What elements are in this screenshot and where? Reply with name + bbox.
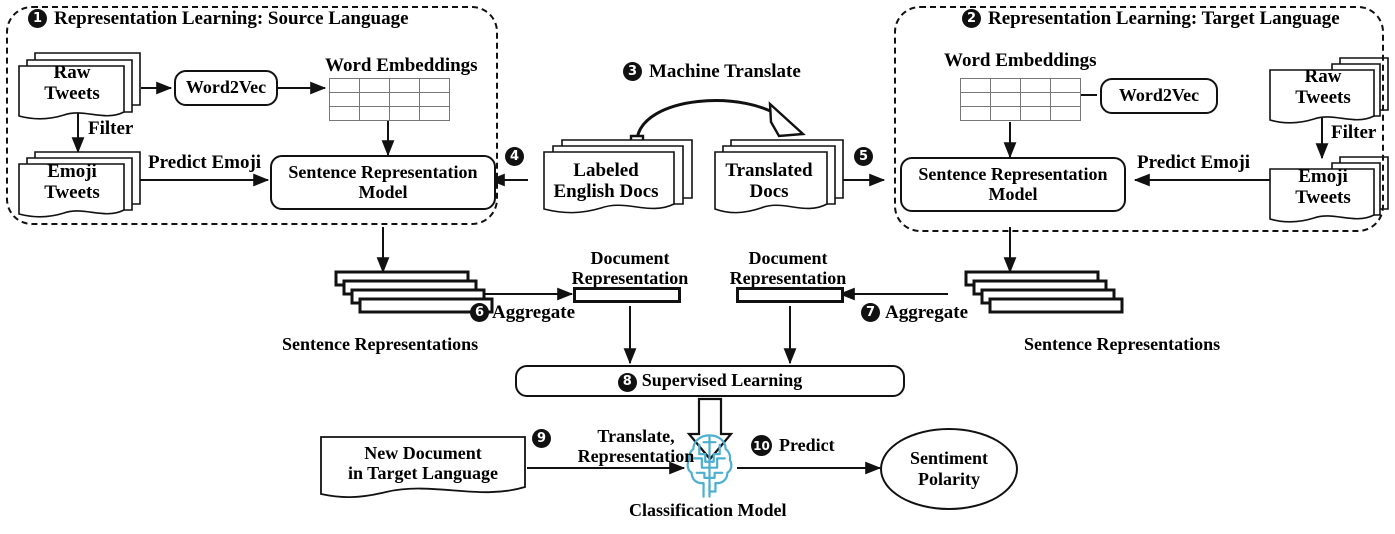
sentence-representations-label-left: Sentence Representations	[282, 334, 479, 354]
step-badge-8: 8	[617, 372, 637, 392]
doc-stack-emoji-tweets-right	[1269, 156, 1389, 223]
supervised-learning-label: Supervised Learning	[641, 370, 803, 391]
step-badge-3: 3	[623, 62, 642, 81]
filter-label-left: Filter	[88, 118, 134, 139]
step-badge-5: 5	[854, 147, 873, 166]
doc-stack-translated-docs	[714, 139, 844, 214]
word-embeddings-label-left: Word Embeddings	[325, 55, 478, 76]
step-badge-4: 4	[505, 147, 524, 166]
filter-label-right: Filter	[1331, 122, 1377, 143]
sentence-model-line1-right: Sentence Representation	[918, 163, 1108, 184]
predict-emoji-label-left: Predict Emoji	[148, 152, 262, 173]
arrowhead-machine-translate	[768, 101, 806, 138]
sentiment-polarity-ellipse: Sentiment Polarity	[880, 428, 1018, 510]
doc-stack-raw-tweets-right	[1269, 57, 1389, 124]
step-badge-7: 7	[861, 303, 880, 322]
brain-circuit-icon	[686, 434, 733, 498]
sentiment-line2: Polarity	[918, 469, 980, 489]
sentence-model-line2-left: Model	[358, 181, 408, 202]
classification-model-label: Classification Model	[629, 500, 787, 520]
document-representation-bar-right	[736, 287, 844, 303]
sentence-representation-stack-left	[334, 270, 494, 314]
sentence-representation-model-left: Sentence Representation Model	[270, 155, 496, 210]
machine-translate-label: Machine Translate	[649, 61, 801, 82]
curve-machine-translate	[635, 99, 786, 141]
word-embeddings-label-right: Word Embeddings	[944, 50, 1097, 71]
doc-single-new-document	[320, 436, 526, 499]
word-embeddings-grid-right	[960, 78, 1081, 121]
doc-stack-raw-tweets-left	[18, 52, 141, 120]
sentence-model-line2-right: Model	[988, 183, 1038, 204]
sentence-representation-model-right: Sentence Representation Model	[900, 157, 1126, 212]
panel-source-language	[6, 6, 498, 225]
predict-emoji-label-right: Predict Emoji	[1137, 152, 1251, 173]
predict-label: Predict	[779, 435, 835, 455]
step-badge-10: 10	[751, 435, 772, 456]
document-representation-bar-left	[573, 287, 681, 303]
doc-stack-labeled-english-docs	[543, 139, 693, 214]
step-badge-6: 6	[470, 303, 489, 322]
panel-target-language	[894, 6, 1384, 232]
panel-source-language-title: Representation Learning: Source Language	[54, 8, 409, 29]
sentence-model-line1-left: Sentence Representation	[288, 161, 478, 182]
step-badge-1: 1	[28, 9, 47, 28]
step-badge-9: 9	[532, 429, 551, 448]
sentiment-line1: Sentiment	[910, 448, 988, 469]
word-embeddings-grid-left	[329, 78, 450, 121]
aggregate-label-left: Aggregate	[492, 302, 576, 323]
supervised-learning-box: 8 Supervised Learning	[515, 365, 905, 397]
word2vec-box-left: Word2Vec	[174, 70, 278, 106]
sentence-representation-stack-right	[964, 270, 1124, 314]
panel-target-language-title: Representation Learning: Target Language	[988, 8, 1340, 29]
aggregate-label-right: Aggregate	[885, 302, 969, 323]
word2vec-box-right: Word2Vec	[1100, 78, 1218, 114]
doc-stack-emoji-tweets-left	[18, 151, 141, 218]
step-badge-2: 2	[962, 9, 981, 28]
sentence-representations-label-right: Sentence Representations	[1024, 334, 1221, 354]
